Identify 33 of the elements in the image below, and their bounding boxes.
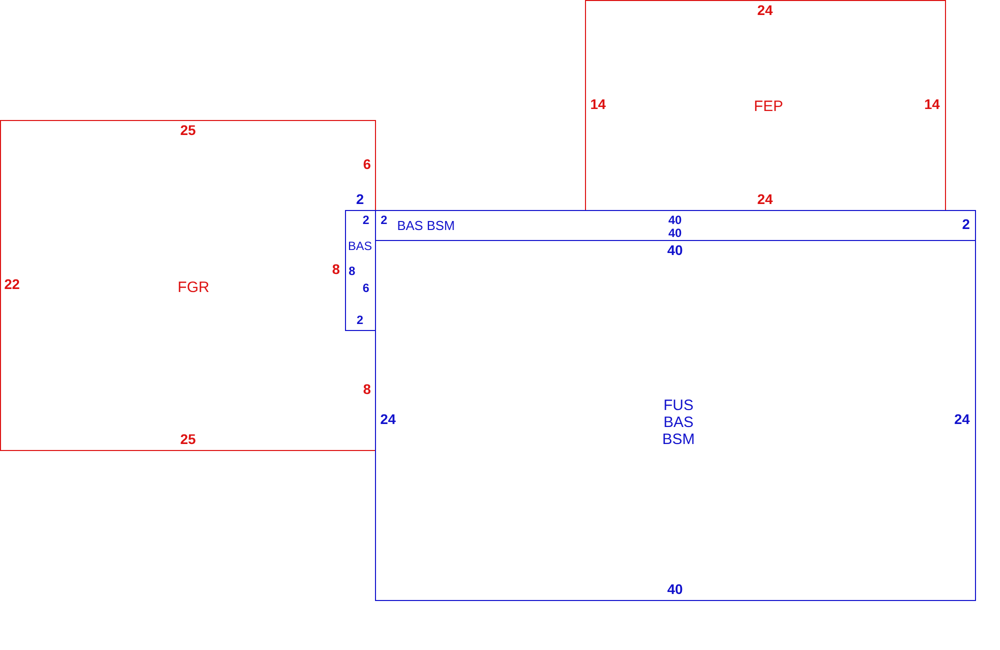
room-outline [375, 240, 976, 601]
dimension-label: 40 [667, 581, 683, 597]
room-outline [585, 0, 946, 211]
dimension-label: 24 [757, 191, 773, 207]
dimension-label: 6 [363, 156, 371, 172]
dimension-label: 24 [380, 411, 396, 427]
dimension-label: 22 [4, 276, 20, 292]
dimension-label: 24 [757, 2, 773, 18]
dimension-label: 2 [362, 212, 370, 228]
room-label: BAS BSM [396, 218, 456, 233]
room-outline [344, 210, 376, 330]
dimension-label: 8 [332, 261, 340, 277]
room-label: FUS BAS BSM [661, 397, 696, 448]
dimension-label: 24 [954, 411, 970, 427]
room-outline [0, 120, 376, 451]
dimension-label: 2 [962, 216, 970, 232]
dimension-label: 14 [924, 96, 940, 112]
dimension-label: 40 [668, 212, 682, 228]
dimension-label: 2 [356, 191, 364, 207]
dimension-label: 25 [180, 122, 196, 138]
dimension-label: 8 [363, 381, 371, 397]
dimension-label: 25 [180, 431, 196, 447]
dimension-label: 6 [362, 280, 370, 296]
dimension-label: 8 [348, 263, 356, 279]
dimension-label: 2 [380, 212, 388, 228]
room-label: BAS [346, 238, 373, 252]
dimension-label: 40 [667, 242, 683, 258]
dimension-label: 40 [668, 225, 682, 241]
room-label: FEP [752, 98, 784, 115]
dimension-label: 14 [590, 96, 606, 112]
room-label: FGR [176, 279, 210, 296]
dimension-label: 2 [356, 312, 364, 328]
room-outline [375, 210, 976, 241]
